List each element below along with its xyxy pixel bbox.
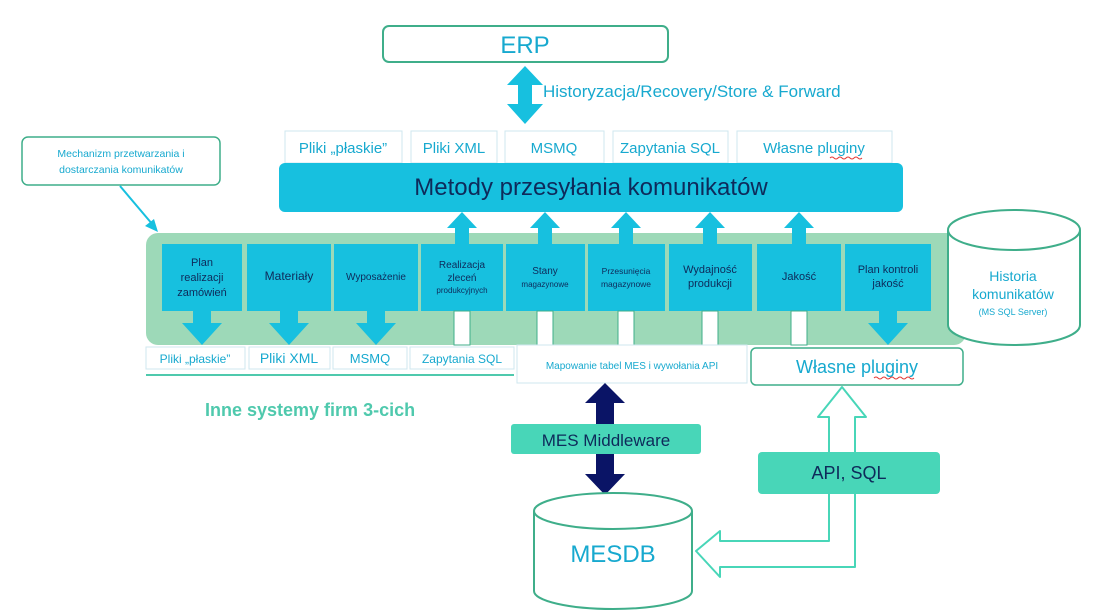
mesdb-body — [533, 511, 693, 610]
mesdb-top — [533, 492, 693, 530]
connector — [453, 310, 471, 346]
callout-line-2: dostarczania komunikatów — [59, 164, 183, 176]
top-method-box-msmq — [504, 130, 605, 164]
bottom-method-box — [332, 346, 408, 370]
top-method-box-xml — [410, 130, 498, 164]
bottom-method-label: Pliki XML — [260, 350, 319, 366]
module-box — [162, 244, 242, 311]
history-db-body — [947, 230, 1081, 346]
middleware-box — [511, 424, 701, 454]
module-label: zamówień — [177, 287, 227, 299]
spellcheck-squiggle — [829, 156, 863, 160]
connector — [790, 310, 808, 346]
module-label: jakość — [871, 278, 904, 290]
module-box — [669, 244, 752, 311]
down-arrow — [356, 311, 396, 345]
module-label: Plan — [191, 257, 213, 269]
module-label: Plan kontroli — [858, 264, 919, 276]
top-method-label-msmq: MSMQ — [531, 140, 578, 157]
up-arrow — [784, 212, 814, 244]
api-sql-box — [758, 452, 940, 494]
middleware-label: MES Middleware — [542, 431, 671, 450]
connector — [536, 310, 554, 346]
bottom-method-box — [145, 346, 246, 370]
top-method-label-flat: Pliki „płaskie” — [299, 140, 387, 157]
connectors — [453, 310, 808, 346]
down-arrow — [269, 311, 309, 345]
module-label: Jakość — [782, 271, 817, 283]
callout-pointer-head — [145, 219, 158, 232]
module-label: produkcyjnych — [436, 286, 487, 295]
module-box — [334, 244, 418, 311]
module-box — [247, 244, 331, 311]
plugins-bottom-box — [750, 347, 964, 386]
top-method-label-plugins: Własne pluginy — [763, 140, 865, 157]
module-label: produkcji — [688, 278, 732, 290]
plugins-bottom-label: Własne pluginy — [796, 357, 918, 377]
history-db-line-3: (MS SQL Server) — [979, 307, 1048, 317]
mesdb-label: MESDB — [570, 541, 655, 568]
history-db: Historia komunikatów (MS SQL Server) — [947, 209, 1081, 346]
historization-label: Historyzacja/Recovery/Store & Forward — [543, 82, 841, 101]
up-arrow — [447, 212, 477, 244]
module-box — [421, 244, 503, 311]
history-db-line-2: komunikatów — [972, 286, 1055, 302]
up-arrows — [447, 212, 814, 244]
connector — [617, 310, 635, 346]
module-label: Wydajność — [683, 264, 737, 276]
up-arrow — [695, 212, 725, 244]
callout-pointer — [119, 185, 154, 226]
module-label: Przesunięcia — [602, 266, 651, 276]
spellcheck-squiggle — [873, 376, 915, 380]
mesdb: MESDB — [533, 492, 693, 610]
module-box — [845, 244, 931, 311]
up-arrow — [530, 212, 560, 244]
bottom-method-box — [409, 346, 515, 370]
module-label: realizacji — [181, 272, 224, 284]
bottom-method-label: Zapytania SQL — [422, 352, 502, 366]
api-sql-label: API, SQL — [811, 463, 886, 483]
history-db-top — [947, 209, 1081, 251]
third-party-label: Inne systemy firm 3-cich — [205, 400, 415, 420]
module-label: Materiały — [265, 269, 314, 283]
module-label: magazynowe — [601, 279, 651, 289]
top-method-label-xml: Pliki XML — [423, 140, 486, 157]
callout-line-1: Mechanizm przetwarzania i — [57, 148, 184, 160]
erp-box — [382, 25, 669, 63]
bottom-method-label: Pliki „płaskie” — [160, 352, 231, 366]
down-arrow — [868, 311, 908, 345]
modules-row: Plan realizacji zamówień Materiały Wypos… — [162, 244, 931, 311]
down-arrow — [182, 311, 222, 345]
bottom-method-label: MSMQ — [350, 351, 390, 366]
connector — [701, 310, 719, 346]
erp-label: ERP — [500, 32, 549, 59]
module-label: zleceń — [448, 273, 477, 284]
history-db-line-1: Historia — [989, 268, 1037, 284]
module-label: Realizacja — [439, 260, 486, 271]
module-box — [506, 244, 585, 311]
bottom-methods-row: Pliki „płaskie” Pliki XML MSMQ Zapytania… — [145, 346, 515, 370]
methods-banner — [279, 163, 903, 212]
mapping-box — [516, 344, 748, 384]
bottom-method-box — [248, 346, 331, 370]
module-box — [757, 244, 841, 311]
methods-banner-label: Metody przesyłania komunikatów — [414, 174, 768, 201]
erp-double-arrow — [507, 66, 543, 124]
module-label: Stany — [532, 266, 558, 277]
top-methods-row: Pliki „płaskie” Pliki XML MSMQ Zapytania… — [284, 130, 893, 164]
top-method-label-sql: Zapytania SQL — [620, 140, 720, 157]
mapping-label: Mapowanie tabel MES i wywołania API — [546, 361, 718, 372]
module-box — [588, 244, 665, 311]
up-arrow — [611, 212, 641, 244]
callout-box — [21, 136, 221, 186]
module-label: Wyposażenie — [346, 272, 406, 283]
down-arrows — [182, 311, 908, 345]
top-method-box-flat — [284, 130, 403, 164]
module-label: magazynowe — [521, 280, 569, 289]
